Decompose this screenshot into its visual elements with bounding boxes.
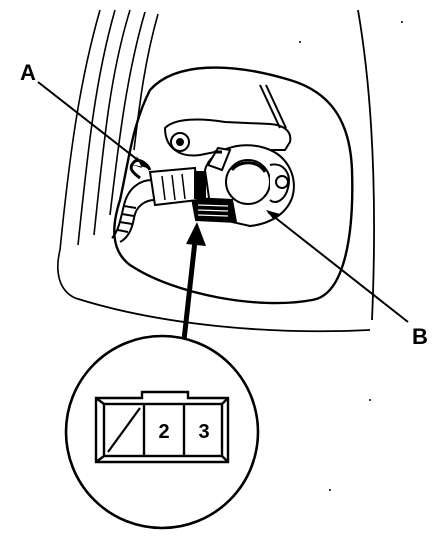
callout-a-leader [37, 81, 149, 169]
access-opening [113, 66, 354, 305]
throttle-linkage-bracket [163, 84, 292, 157]
harness-connector-a [148, 166, 206, 207]
detail-pointer-arrow [181, 222, 206, 341]
callout-b-label: B [412, 324, 428, 349]
pin-2-label: 2 [158, 421, 169, 443]
scan-specks [299, 21, 403, 491]
connector-face [94, 390, 230, 464]
pin-3-label: 3 [198, 421, 209, 443]
door-trim-lines [57, 9, 159, 299]
callout-b-leader [266, 210, 409, 323]
panel-outline [74, 9, 375, 333]
sensor-connector-socket [190, 196, 238, 224]
callout-a-label: A [20, 60, 36, 85]
wire-harness [111, 158, 156, 243]
sensor-body [203, 144, 295, 228]
